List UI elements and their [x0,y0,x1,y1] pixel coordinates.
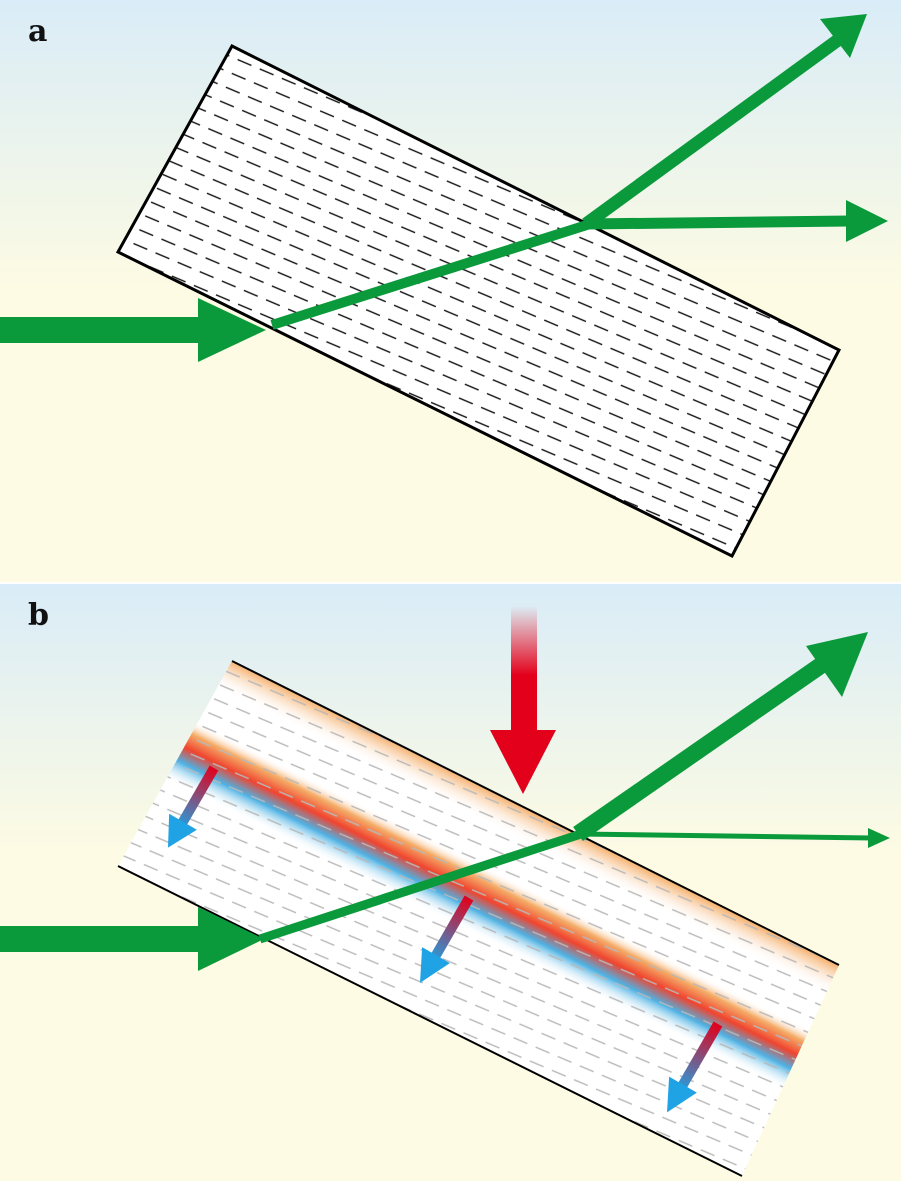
pump-beam [490,606,556,794]
transmitted-beam-amplified [573,632,868,841]
refracted-beam [270,219,592,330]
transmitted-beam-horizontal [585,200,888,242]
dipole-arrow [667,1021,723,1113]
panel-label: b [28,598,49,633]
panel-a: a [0,0,901,582]
incident-beam [0,907,264,971]
transmitted-beam-weak [577,828,890,848]
dipole-arrow [420,895,474,983]
slab-edge-bottom [117,865,743,1177]
slab-edge-top [231,660,840,966]
dipole-arrow [168,765,219,848]
incident-beam [0,298,266,362]
panel-divider [0,582,901,584]
panel-b: b [0,584,901,1181]
transmitted-beam-upper [582,14,867,230]
panel-a-diagram [0,0,901,582]
panel-b-diagram [0,584,901,1181]
refracted-beam [258,828,586,944]
panel-label: a [28,14,48,49]
